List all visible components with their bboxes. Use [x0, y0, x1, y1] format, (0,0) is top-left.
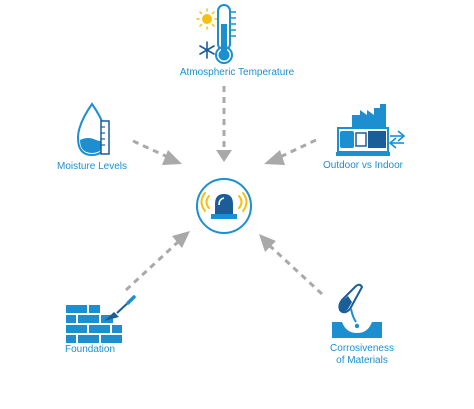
- label-corrosiveness-line-1: Corrosiveness: [330, 343, 394, 354]
- label-moisture-levels: Moisture Levels: [56, 161, 128, 172]
- label-foundation: Foundation: [64, 344, 116, 355]
- water-drop-gauge-icon: [76, 102, 110, 157]
- thermometer-sun-snowflake-icon: [196, 4, 236, 64]
- arrow-corrosiveness: [259, 234, 324, 296]
- brick-wall-trowel-icon: [66, 295, 136, 343]
- test-tube-liquid-icon: [332, 283, 382, 338]
- arrow-outdoor: [264, 138, 317, 165]
- factory-machine-icon: [336, 104, 406, 156]
- label-corrosiveness-line-2: of Materials: [336, 355, 388, 366]
- arrow-foundation: [124, 231, 190, 292]
- arrow-top: [216, 86, 232, 162]
- alarm-siren-icon: [196, 178, 252, 234]
- label-atmospheric-temperature: Atmospheric Temperature: [179, 67, 295, 78]
- label-outdoor-vs-indoor: Outdoor vs Indoor: [322, 160, 404, 171]
- arrow-moisture: [132, 139, 182, 165]
- label-corrosiveness-of-materials: Corrosiveness of Materials: [315, 343, 409, 367]
